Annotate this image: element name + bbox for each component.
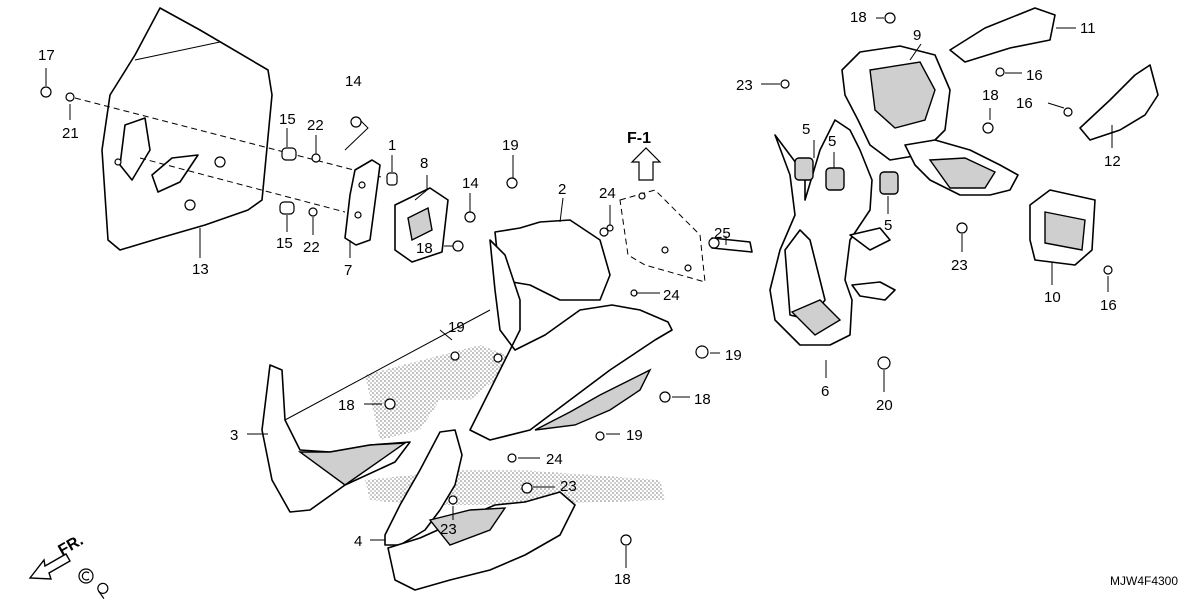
up-arrow-icon xyxy=(630,147,662,181)
callout-label: 14 xyxy=(462,175,479,192)
callout-label: 18 xyxy=(338,397,355,414)
module-part-10 xyxy=(1029,189,1113,275)
callout-label: 25 xyxy=(714,225,731,242)
callout-label: 5 xyxy=(884,217,892,234)
callout-label: 22 xyxy=(307,117,324,134)
callout-label: 15 xyxy=(276,235,293,252)
cover-part-11 xyxy=(949,7,1056,77)
callout-label: 24 xyxy=(546,451,563,468)
callout-label: 16 xyxy=(1100,297,1117,314)
callout-label: 20 xyxy=(876,397,893,414)
callout-label: 3 xyxy=(230,427,238,444)
callout-label: 24 xyxy=(663,287,680,304)
callout-label: 18 xyxy=(614,571,631,588)
callout-label: 1 xyxy=(388,137,396,154)
bracket-part-8 xyxy=(394,187,476,263)
windscreen-part xyxy=(101,7,273,251)
callout-label: 12 xyxy=(1104,153,1121,170)
section-ref-label: F-1 xyxy=(627,130,651,147)
callout-label: 10 xyxy=(1044,289,1061,306)
callout-label: 24 xyxy=(599,185,616,202)
meter-housing-part-9 xyxy=(841,12,1019,196)
upper-cowl-part-2 xyxy=(469,219,673,441)
callout-label: 16 xyxy=(1016,95,1033,112)
callout-labels: 17 21 13 15 22 15 22 14 1 7 8 14 18 19 2… xyxy=(38,9,1178,588)
callout-label: 11 xyxy=(1080,20,1096,37)
callout-label: 17 xyxy=(38,47,55,64)
callout-label: 6 xyxy=(821,383,829,400)
callout-label: 19 xyxy=(502,137,519,154)
diagram-code: MJW4F4300 xyxy=(1110,574,1178,588)
callout-label: 18 xyxy=(982,87,999,104)
callout-label: 2 xyxy=(558,181,566,198)
callout-label: 18 xyxy=(416,240,433,257)
washer-group xyxy=(40,86,362,217)
lower-panel-part-4 xyxy=(384,429,576,591)
callout-label: 23 xyxy=(440,521,457,538)
callout-label: 19 xyxy=(626,427,643,444)
callout-label: 19 xyxy=(448,319,465,336)
shaded-area xyxy=(365,345,520,440)
callout-label: 16 xyxy=(1026,67,1043,84)
leader-lines xyxy=(45,17,1113,568)
callout-label: 21 xyxy=(62,125,79,142)
callout-label: 23 xyxy=(951,257,968,274)
callout-label: 5 xyxy=(828,133,836,150)
callout-label: 7 xyxy=(344,262,352,279)
callout-label: 23 xyxy=(736,77,753,94)
cover-part-12 xyxy=(1063,64,1159,141)
callout-label: 19 xyxy=(725,347,742,364)
front-indicator: FR. xyxy=(28,532,109,599)
callout-label: 18 xyxy=(694,391,711,408)
callout-label: 14 xyxy=(345,73,362,90)
callout-label: 4 xyxy=(354,533,362,550)
section-reference xyxy=(619,147,706,283)
callout-label: 15 xyxy=(279,111,296,128)
copyright-icon xyxy=(78,568,94,584)
side-cowl-part-3 xyxy=(261,364,411,513)
callout-label: 5 xyxy=(802,121,810,138)
callout-label: 18 xyxy=(850,9,867,26)
callout-label: 8 xyxy=(420,155,428,172)
bracket-part-7 xyxy=(344,159,398,246)
fastener-group xyxy=(384,79,968,546)
rotated-mark xyxy=(97,582,109,599)
rubber-damper-group xyxy=(794,157,899,195)
callout-label: 9 xyxy=(913,27,921,44)
front-indicator-label: FR. xyxy=(56,532,87,560)
front-arrow-icon xyxy=(28,553,71,580)
callout-label: 23 xyxy=(560,478,577,495)
callout-label: 22 xyxy=(303,239,320,256)
callout-label: 13 xyxy=(192,261,209,278)
